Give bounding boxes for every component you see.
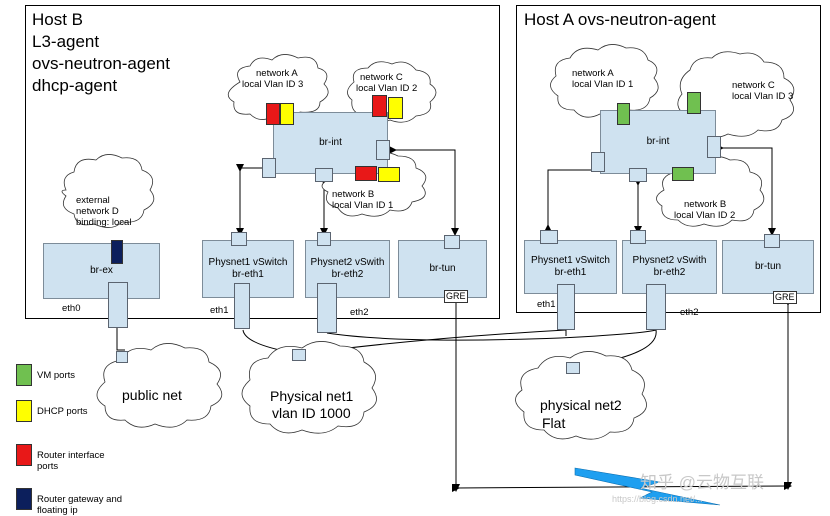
host-b-br-int-port-left — [262, 158, 276, 178]
cloud-b-neta — [227, 54, 329, 120]
host-a-br-eth2-top-port — [630, 230, 646, 244]
a-neta-line2: local Vlan ID 1 — [572, 79, 634, 90]
phys1-line2: vlan ID 1000 — [272, 405, 351, 421]
phys1-line1: Physical net1 — [270, 388, 354, 404]
public-net-port — [116, 351, 128, 363]
host-b-router-port-c — [372, 95, 387, 117]
host-b-router-port-a — [266, 103, 280, 125]
host-b-br-int-port-right — [376, 140, 390, 160]
host-a-eth2-port — [646, 284, 666, 330]
host-b-br-eth1-top-port — [231, 232, 247, 246]
b-netb-line2: local Vlan ID 1 — [332, 200, 394, 211]
host-a-vm-port-c — [687, 92, 701, 114]
host-a-br-int-label: br-int — [646, 136, 670, 147]
legend-gateway-swatch — [16, 488, 32, 510]
host-b-br-int-port-bottom — [315, 168, 333, 182]
host-b-title-2: L3-agent — [32, 32, 100, 51]
host-a-br-eth1-top-port — [540, 230, 558, 244]
legend-gateway-label: Router gateway and floating ip — [37, 494, 123, 516]
phys2-net-port — [566, 362, 580, 374]
host-b-title-4: dhcp-agent — [32, 76, 118, 95]
host-b-br-tun-label: br-tun — [429, 263, 456, 274]
host-b-br-eth2-label1: Physnet2 vSwith — [310, 257, 385, 268]
cloud-a-neta — [550, 44, 659, 118]
phys2-line1: physical net2 — [540, 397, 622, 413]
lightning-icon — [574, 467, 721, 506]
host-b-dhcp-port-b — [378, 167, 400, 182]
b-netd-line1: external — [76, 195, 110, 206]
host-a-br-tun-top-port — [764, 234, 780, 248]
host-b-gre-port: GRE — [444, 290, 468, 303]
host-a-title: Host A ovs-neutron-agent — [524, 10, 716, 29]
host-b-dhcp-port-a — [280, 103, 294, 125]
host-b-br-eth1-label2: br-eth1 — [232, 269, 264, 280]
host-b-br-eth2-label2: br-eth2 — [331, 269, 364, 280]
host-a-br-int-port-bottom — [629, 168, 647, 182]
public-net-label: public net — [122, 387, 182, 403]
b-netd-line3: binding: local — [76, 217, 132, 228]
a-netb-line2: local Vlan ID 2 — [674, 210, 736, 221]
host-b-br-eth1-label1: Physnet1 vSwitch — [208, 257, 288, 268]
watermark-sub: https://blog.csdn.net/... — [612, 494, 703, 504]
host-b-eth1-label: eth1 — [210, 305, 229, 316]
host-b-eth1-port — [234, 283, 250, 329]
host-b-br-ex: br-ex — [43, 243, 160, 299]
host-b-br-tun-top-port — [444, 235, 460, 249]
host-a-br-tun-label: br-tun — [754, 261, 782, 272]
host-a-eth1-port — [557, 284, 575, 330]
host-b-eth0-label: eth0 — [62, 303, 81, 314]
host-a-br-eth2: Physnet2 vSwith br-eth2 — [622, 240, 717, 294]
host-b-title-1: Host B — [32, 10, 84, 29]
host-b-gateway-port — [111, 240, 123, 264]
cloud-b-netd — [61, 154, 155, 228]
b-netd-line2: network D — [76, 206, 119, 217]
host-b-router-port-b — [355, 166, 377, 181]
cloud-public — [96, 343, 223, 428]
host-a-br-int-port-left — [591, 152, 605, 172]
host-b-br-tun: br-tun — [398, 240, 487, 298]
legend-vm-swatch — [16, 364, 32, 386]
a-netb-line1: network B — [684, 199, 727, 210]
cloud-phys2 — [515, 351, 647, 440]
host-a-br-eth1-label1: Physnet1 vSwitch — [531, 255, 610, 266]
host-b-eth2-port — [317, 283, 337, 333]
legend-vm-label: VM ports — [37, 370, 76, 381]
legend-dhcp-swatch — [16, 400, 32, 422]
host-a-br-eth1-label2: br-eth1 — [554, 267, 587, 278]
host-b-eth2-label: eth2 — [350, 307, 369, 318]
phys2-line2: Flat — [542, 415, 566, 431]
host-a-br-eth2-label1: Physnet2 vSwith — [632, 255, 707, 266]
host-b-title-3: ovs-neutron-agent — [32, 54, 170, 73]
host-a-br-eth2-label2: br-eth2 — [653, 267, 686, 278]
b-neta-line1: network A — [256, 68, 298, 79]
a-netc-line2: local Vlan ID 3 — [732, 91, 794, 102]
host-a-eth2-label: eth2 — [680, 307, 699, 318]
watermark-main: 知乎 @云物互联 — [640, 473, 764, 492]
b-neta-line2: local Vlan ID 3 — [242, 79, 304, 90]
legend-router-swatch — [16, 444, 32, 466]
host-a-eth1-label: eth1 — [537, 299, 556, 310]
host-a-vm-port-a — [617, 103, 630, 125]
host-b-dhcp-port-c — [388, 97, 403, 119]
host-a-br-int: br-int — [600, 110, 716, 174]
host-b-br-int-label: br-int — [319, 137, 342, 148]
host-a-gre-port: GRE — [773, 291, 797, 304]
legend-router-label: Router interface ports — [37, 450, 105, 472]
host-a-br-tun: br-tun — [722, 240, 814, 294]
a-netc-line1: network C — [732, 80, 775, 91]
legend-dhcp-label: DHCP ports — [37, 406, 88, 417]
b-netc-line2: local Vlan ID 2 — [356, 83, 418, 94]
b-netb-line1: network B — [332, 189, 375, 200]
a-neta-line1: network A — [572, 68, 614, 79]
host-a-br-int-port-right — [707, 136, 721, 158]
host-a-vm-port-b — [672, 167, 694, 181]
phys1-net-port — [292, 349, 306, 361]
host-b-eth0-port — [108, 282, 128, 328]
b-netc-line1: network C — [360, 72, 403, 83]
cloud-phys1 — [241, 341, 377, 434]
host-b-br-eth2-top-port — [317, 232, 331, 246]
host-b-br-ex-label: br-ex — [90, 265, 113, 276]
